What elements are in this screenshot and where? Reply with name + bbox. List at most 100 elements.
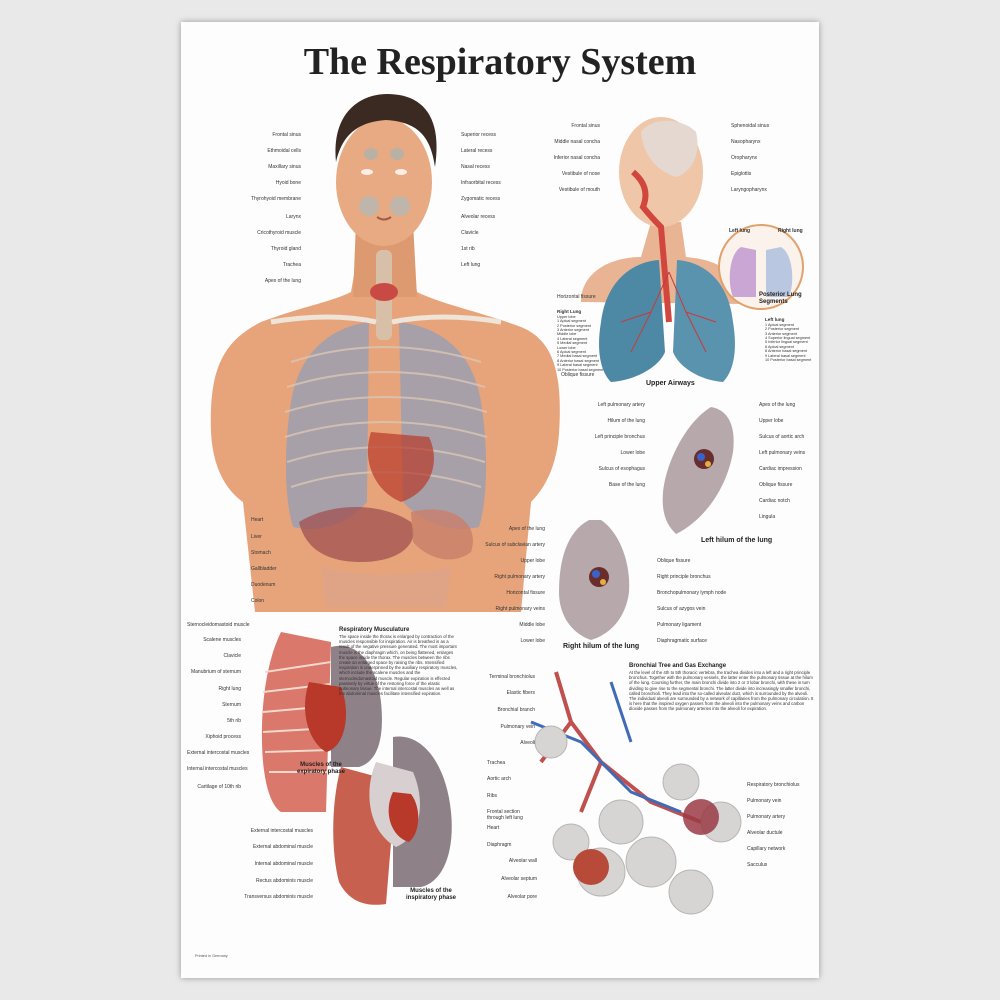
label-hilum-of-lung: Hilum of the lung — [607, 418, 645, 424]
label-internal-intercostal: Internal intercostal muscles — [187, 766, 248, 772]
label-rh-horizontal-fissure: Horizontal fissure — [506, 590, 545, 596]
label-epiglottis: Epiglottis — [731, 171, 752, 177]
label-airway-frontal-sinus: Frontal sinus — [571, 123, 600, 129]
label-inferior-nasal-concha: Inferior nasal concha — [553, 155, 600, 161]
label-stomach: Stomach — [251, 550, 271, 556]
label-insp-trachea: Trachea — [487, 760, 506, 766]
label-right-principle-bronchus: Right principle bronchus — [657, 574, 711, 580]
label-cardiac-impression: Cardiac impression — [759, 466, 802, 472]
musculature-title: Respiratory Musculature — [339, 627, 410, 633]
label-gallbladder: Gallbladder — [251, 566, 277, 572]
label-lower-lobe: Lower lobe — [620, 450, 645, 456]
label-sulcus-of-aortic-arch: Sulcus of aortic arch — [759, 434, 805, 440]
label-bt-pulmonary-vein-right: Pulmonary vein — [747, 798, 782, 804]
label-colon: Colon — [251, 598, 265, 604]
label-sphenoidal-sinus: Sphenoidal sinus — [731, 123, 770, 129]
label-thyrohyoid-membrane: Thyrohyoid membrane — [250, 196, 301, 202]
label-bt-pulmonary-artery: Pulmonary artery — [747, 814, 786, 820]
bronchial-tree-figure — [530, 671, 742, 915]
label-ethmoidal-cells: Ethmoidal cells — [267, 148, 301, 154]
anatomy-illustrations — [210, 94, 804, 915]
label-sternocleidomastoid: Sternocleidomastoid muscle — [187, 622, 250, 628]
left-lung-title: Left lung — [765, 317, 785, 323]
label-apex-of-lung: Apex of the lung — [264, 278, 301, 284]
caption-right-hilum: Right hilum of the lung — [563, 643, 640, 650]
label-vestibule-of-nose: Vestibule of nose — [561, 171, 600, 177]
label-maxillary-sinus: Maxillary sinus — [268, 164, 301, 170]
label-diaphragmatic-surface: Diaphragmatic surface — [657, 638, 708, 644]
right-lung-title: Right Lung — [557, 309, 582, 315]
label-alveoli: Alveoli — [520, 740, 535, 746]
caption-left-hilum: Left hilum of the lung — [701, 537, 773, 544]
label-fifth-rib: 5th rib — [227, 718, 241, 724]
label-sacculus: Sacculus — [747, 862, 768, 868]
label-alveolar-wall: Alveolar wall — [508, 858, 537, 864]
right-hilum-figure — [559, 520, 630, 640]
inset-left-lung-label: Left lung — [729, 228, 751, 234]
label-terminal-bronchiolus: Terminal bronchiolus — [489, 674, 535, 680]
label-oropharynx: Oropharynx — [731, 155, 758, 161]
label-first-rib: 1st rib — [461, 246, 475, 252]
label-cardiac-notch: Cardiac notch — [759, 498, 790, 504]
poster-title: The Respiratory System — [303, 41, 697, 83]
label-frontal-section-left-lung: Frontal section through left lung — [487, 809, 523, 821]
bronchial-title: Bronchial Tree and Gas Exchange — [629, 663, 727, 669]
expiratory-muscles-figure — [261, 632, 382, 812]
label-zygomatic-recess: Zygomatic recess — [461, 196, 501, 202]
upper-airways-figure — [581, 117, 804, 382]
label-cricothyroid-muscle: Cricothyroid muscle — [257, 230, 301, 236]
label-laryngopharynx: Laryngopharynx — [731, 187, 767, 193]
label-exp-clavicle: Clavicle — [223, 653, 241, 659]
label-sternum: Sternum — [222, 702, 241, 708]
label-middle-lobe: Middle lobe — [519, 622, 545, 628]
label-lh-upper-lobe: Upper lobe — [759, 418, 784, 424]
right-lung-segments: Upper lobe 1 Apical segment 2 Posterior … — [557, 314, 604, 372]
label-frontal-sinus: Frontal sinus — [272, 132, 301, 138]
label-external-intercostal: External intercostal muscles — [187, 750, 250, 756]
label-hyoid-bone: Hyoid bone — [275, 180, 301, 186]
label-rh-upper-lobe: Upper lobe — [520, 558, 545, 564]
label-left-pulmonary-veins: Left pulmonary veins — [759, 450, 806, 456]
label-rectus-abdominis: Rectus abdominis muscle — [256, 878, 313, 884]
label-bt-pulmonary-vein: Pulmonary vein — [500, 724, 535, 730]
caption-inspiratory-phase: Muscles of the inspiratory phase — [405, 888, 456, 901]
label-scalene-muscles: Scalene muscles — [203, 637, 241, 643]
label-vestibule-of-mouth: Vestibule of mouth — [558, 187, 600, 193]
label-nasal-recess: Nasal recess — [461, 164, 490, 170]
inspiratory-muscles-figure — [333, 736, 452, 905]
label-horizontal-fissure: Horizontal fissure — [557, 294, 596, 300]
label-alveolar-pore: Alveolar pore — [507, 894, 537, 900]
caption-upper-airways: Upper Airways — [646, 380, 695, 387]
label-right-pulmonary-artery: Right pulmonary artery — [494, 574, 545, 580]
bronchial-text: At the level of the 4th to 5th thoracic … — [629, 670, 814, 712]
caption-posterior-lung-segments: Posterior Lung Segments — [759, 292, 802, 305]
label-infraorbital-recess: Infraorbital recess — [461, 180, 501, 186]
label-lingula: Lingula — [759, 514, 776, 520]
label-transversus-abdominis: Transversus abdominis muscle — [244, 894, 313, 900]
label-manubrium: Manubrium of sternum — [190, 669, 241, 675]
label-nasopharynx: Nasopharynx — [731, 139, 761, 145]
label-alveolar-ductule: Alveolar ductule — [747, 830, 783, 836]
label-heart: Heart — [251, 517, 264, 523]
label-alveolar-septum: Alveolar septum — [501, 876, 537, 882]
label-rh-oblique-fissure: Oblique fissure — [657, 558, 691, 564]
label-thyroid-gland: Thyroid gland — [270, 246, 301, 252]
label-pulmonary-ligament: Pulmonary ligament — [657, 622, 702, 628]
label-sulcus-of-esophagus: Sulcus of esophagus — [598, 466, 645, 472]
label-sulcus-of-subclavian-artery: Sulcus of subclavian artery — [485, 542, 545, 548]
label-lh-apex-of-lung: Apex of the lung — [759, 402, 796, 408]
label-insp-heart: Heart — [487, 825, 500, 831]
label-insp-external-intercostal: External intercostal muscles — [250, 828, 313, 834]
torso-figure — [210, 94, 560, 612]
label-elastic-fibers: Elastic fibers — [506, 690, 535, 696]
label-left-pulmonary-artery: Left pulmonary artery — [597, 402, 645, 408]
label-diaphragm: Diaphragm — [487, 842, 512, 848]
label-internal-abdominal: Internal abdominal muscle — [254, 861, 313, 867]
label-trachea: Trachea — [282, 262, 301, 268]
musculature-text: The space inside the thorax is enlarged … — [339, 634, 458, 697]
left-lung-segments: 1 Apical segment 2 Posterior segment 3 A… — [765, 322, 812, 363]
label-clavicle: Clavicle — [461, 230, 479, 236]
label-rh-apex-of-lung: Apex of the lung — [508, 526, 545, 532]
label-capillary-network: Capillary network — [747, 846, 786, 852]
poster: The Respiratory System — [181, 22, 819, 978]
